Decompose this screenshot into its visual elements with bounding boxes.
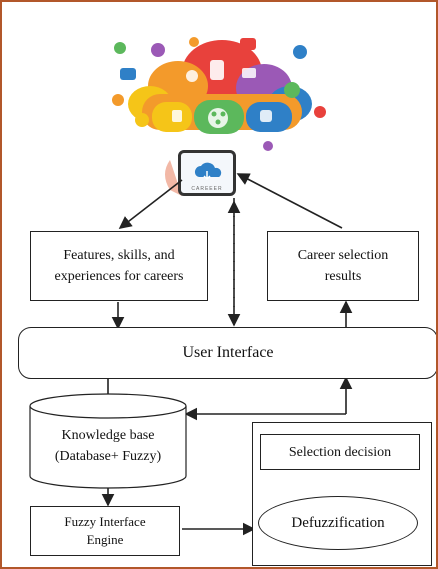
knowledge-base-label: Knowledge base (Database+ Fuzzy): [54, 428, 162, 464]
selection-decision-label: Selection decision: [288, 444, 392, 460]
chat-icon: [135, 113, 149, 127]
fuzzy-engine-box: Fuzzy Interface Engine: [30, 506, 180, 556]
defuzzification-label: Defuzzification: [291, 514, 385, 531]
camera-icon: [112, 94, 124, 106]
career-results-label: Career selection results: [297, 248, 389, 284]
phone-icon: CAREEER: [178, 150, 236, 196]
hand-icon: [165, 160, 182, 196]
features-box: Features, skills, and experiences for ca…: [30, 231, 208, 301]
mail-icon: [263, 141, 273, 151]
fuzzy-engine-label: Fuzzy Interface Engine: [64, 513, 146, 547]
chat-icon: [151, 43, 165, 57]
arrow-results-to-phone: [236, 173, 343, 229]
app-caption: CAREEER: [191, 186, 223, 192]
knowledge-base-text: Knowledge base (Database+ Fuzzy): [32, 420, 184, 472]
airplane-icon: [284, 82, 300, 98]
settings-icon: [240, 38, 256, 50]
cloud-download-icon: [194, 162, 222, 177]
music-icon: [293, 45, 307, 59]
cloud-icon: [128, 40, 312, 134]
selection-decision-box: Selection decision: [260, 434, 420, 470]
arrow-phone-to-features: [118, 179, 183, 229]
music-icon: [114, 42, 126, 54]
defuzzification-ellipse: Defuzzification: [258, 496, 418, 550]
shopping-cart-icon: [120, 68, 136, 80]
user-interface-label: User Interface: [182, 344, 274, 361]
user-interface-bar: User Interface: [18, 327, 436, 379]
location-icon: [189, 37, 199, 47]
career-results-box: Career selection results: [267, 231, 419, 301]
chart-icon: [314, 106, 326, 118]
features-label: Features, skills, and experiences for ca…: [54, 248, 184, 284]
